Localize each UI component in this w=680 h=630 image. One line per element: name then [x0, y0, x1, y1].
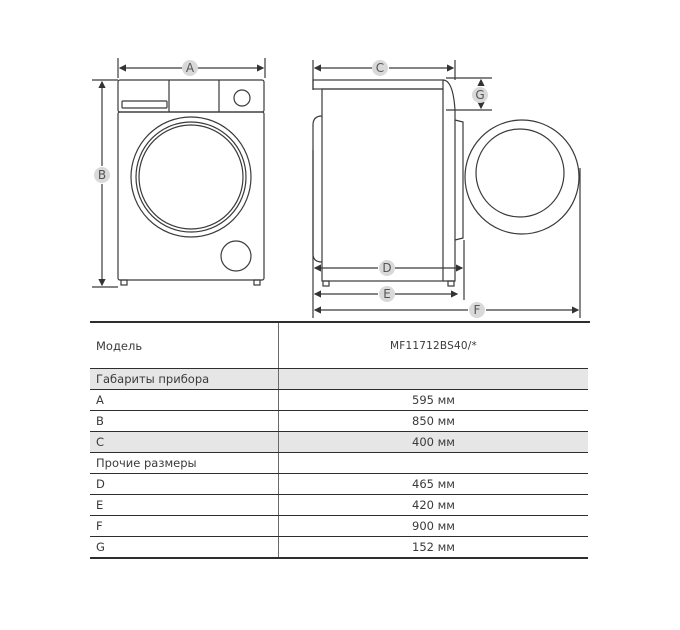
row-value	[278, 368, 588, 390]
label-d: D	[379, 260, 395, 276]
row-value: 900 мм	[278, 515, 588, 537]
row-label: D	[90, 473, 279, 495]
table-row: G 152 мм	[90, 536, 588, 559]
svg-text:F: F	[474, 303, 481, 317]
label-g: G	[472, 87, 488, 103]
svg-text:B: B	[98, 168, 106, 182]
svg-text:A: A	[186, 61, 195, 75]
table-row: C 400 мм	[90, 431, 588, 453]
front-view	[92, 58, 266, 288]
table-row: A 595 мм	[90, 389, 588, 411]
svg-text:E: E	[383, 287, 391, 301]
row-label: Прочие размеры	[90, 452, 279, 474]
row-label: G	[90, 536, 279, 559]
table-row: F 900 мм	[90, 515, 588, 537]
table-row: D 465 мм	[90, 473, 588, 495]
row-value: 465 мм	[278, 473, 588, 495]
row-label: B	[90, 410, 279, 432]
label-e: E	[379, 286, 395, 302]
model-label: Модель	[90, 321, 279, 369]
model-value: MF11712BS40/*	[278, 321, 588, 369]
row-label: Габариты прибора	[90, 368, 279, 390]
row-value: 595 мм	[278, 389, 588, 411]
table-header-row: Модель MF11712BS40/*	[90, 321, 588, 369]
row-value: 850 мм	[278, 410, 588, 432]
label-f: F	[469, 302, 485, 318]
row-value: 420 мм	[278, 494, 588, 516]
row-label: E	[90, 494, 279, 516]
row-value: 152 мм	[278, 536, 588, 559]
row-label: F	[90, 515, 279, 537]
table-row: E 420 мм	[90, 494, 588, 516]
row-value: 400 мм	[278, 431, 588, 453]
table-row: B 850 мм	[90, 410, 588, 432]
dimension-drawing: A B C G D E F	[92, 58, 590, 323]
table-section-row: Прочие размеры	[90, 452, 588, 474]
row-value	[278, 452, 588, 474]
label-c: C	[372, 60, 388, 76]
row-label: C	[90, 431, 279, 453]
svg-text:G: G	[475, 88, 484, 102]
table-section-row: Габариты прибора	[90, 368, 588, 390]
side-view	[312, 60, 581, 318]
dimensions-table: Модель MF11712BS40/* Габариты прибора A …	[90, 321, 588, 559]
row-label: A	[90, 389, 279, 411]
label-b: B	[94, 167, 110, 183]
svg-text:D: D	[382, 261, 391, 275]
svg-text:C: C	[376, 61, 384, 75]
label-a: A	[182, 60, 198, 76]
